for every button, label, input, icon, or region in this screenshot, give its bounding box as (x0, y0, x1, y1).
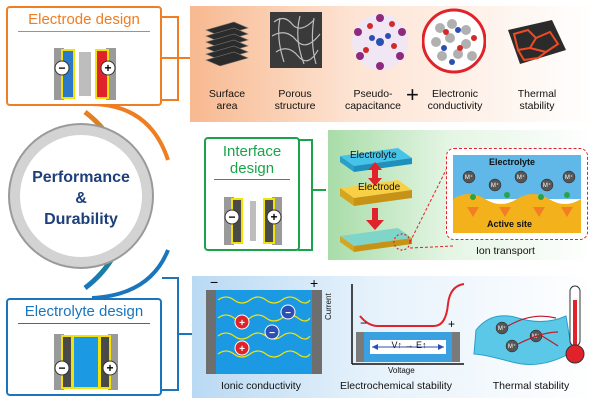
svg-text:−: − (58, 361, 65, 375)
electrolyte-design-title: Electrolyte design (24, 303, 144, 320)
electrochemical-stability-label: Electrochemical stability (339, 380, 453, 392)
electrode-panel: Surface area Porous structure Pseudo- ca… (190, 6, 594, 122)
interface-cell-icon: − + (224, 197, 282, 245)
svg-text:M⁺: M⁺ (565, 174, 573, 181)
thermal-stability-label-1: Thermal (517, 88, 557, 100)
svg-text:M⁺: M⁺ (517, 174, 525, 181)
ionic-conductivity-illustration: ++ −− − + (206, 278, 322, 374)
svg-text:M⁺: M⁺ (498, 325, 506, 332)
ionic-conductivity-label: Ionic conductivity (221, 380, 301, 392)
electronic-conductivity-icon (422, 8, 486, 74)
center-title-line1: Performance (32, 169, 130, 186)
svg-text:M⁺: M⁺ (465, 174, 473, 181)
voltage-window-label: V↑ → E↑ (391, 340, 427, 350)
interface-design-box: Interface design − + (204, 137, 300, 251)
voltage-axis-label: Voltage (388, 366, 415, 375)
surface-area-label-2: area (216, 100, 238, 112)
svg-text:+: + (239, 344, 245, 355)
svg-text:M⁺: M⁺ (508, 343, 516, 350)
plus-sign: + (104, 61, 111, 75)
pseudocapacitance-label-1: Pseudo- (353, 88, 393, 100)
active-site-label: Active site (487, 219, 533, 229)
pseudocapacitance-icon (352, 14, 408, 70)
minus-sign: − (58, 61, 65, 75)
ion-transport-graphic: M⁺ M⁺ M⁺ M⁺ M⁺ (453, 155, 581, 233)
svg-text:M⁺: M⁺ (491, 182, 499, 189)
center-circle: Performance & Durability (8, 123, 154, 269)
thermal-stability-electrolyte-label: Thermal stability (492, 380, 570, 392)
svg-text:−: − (269, 328, 275, 339)
electronic-conductivity-label-2: conductivity (427, 100, 483, 112)
svg-text:+: + (106, 361, 113, 375)
interface-electrolyte-label: Electrolyte (350, 150, 397, 161)
ion-transport-inset: M⁺ M⁺ M⁺ M⁺ M⁺ Electrolyte Active site (446, 148, 588, 240)
thermal-stability-label-2: stability (519, 100, 555, 112)
svg-text:−: − (210, 278, 218, 290)
electronic-conductivity-label-1: Electronic (431, 88, 479, 100)
svg-text:+: + (310, 278, 318, 291)
plus-join-sign: + (406, 82, 419, 107)
electrode-design-title: Electrode design (28, 11, 140, 28)
electrolyte-cell-icon: − + (54, 334, 118, 390)
interface-design-title-1: Interface (222, 143, 282, 160)
interface-panel: Electrolyte Electrode M⁺ M⁺ M⁺ M⁺ M⁺ Elect… (328, 130, 594, 260)
svg-text:+: + (239, 318, 245, 329)
electrolyte-design-box: Electrolyte design − + (6, 298, 162, 396)
thermal-electrolyte-illustration: M⁺M⁺M⁺ (473, 285, 585, 365)
interface-design-title-2: design (229, 160, 275, 177)
porous-structure-label-1: Porous (278, 88, 312, 100)
porous-structure-icon (270, 12, 322, 68)
svg-text:+: + (448, 317, 455, 331)
current-axis-label: Current (324, 293, 333, 320)
electrode-design-box: Electrode design − + (6, 6, 162, 106)
ion-transport-caption: Ion transport (476, 245, 535, 257)
surface-area-label-1: Surface (208, 88, 246, 100)
center-title-line3: Durability (44, 211, 118, 228)
interface-electrode-label: Electrode (358, 182, 401, 193)
electrolyte-panel: ++ −− − + Ionic conductivity − + V↑ → E↑… (192, 276, 594, 398)
svg-text:−: − (228, 210, 235, 224)
svg-text:M⁺: M⁺ (543, 182, 551, 189)
svg-text:−: − (360, 316, 367, 330)
pseudocapacitance-label-2: capacitance (344, 100, 402, 112)
thermal-network-icon (508, 20, 566, 64)
electrochemical-window-plot: − + (351, 283, 465, 365)
inset-electrolyte-label: Electrolyte (489, 157, 536, 167)
center-title-line2: & (75, 190, 87, 207)
svg-text:−: − (285, 308, 291, 319)
surface-area-icon (205, 21, 249, 66)
svg-text:+: + (270, 210, 277, 224)
interface-layers-illustration (340, 148, 412, 252)
porous-structure-label-2: structure (274, 100, 316, 112)
electrode-cell-icon: − + (54, 48, 116, 100)
